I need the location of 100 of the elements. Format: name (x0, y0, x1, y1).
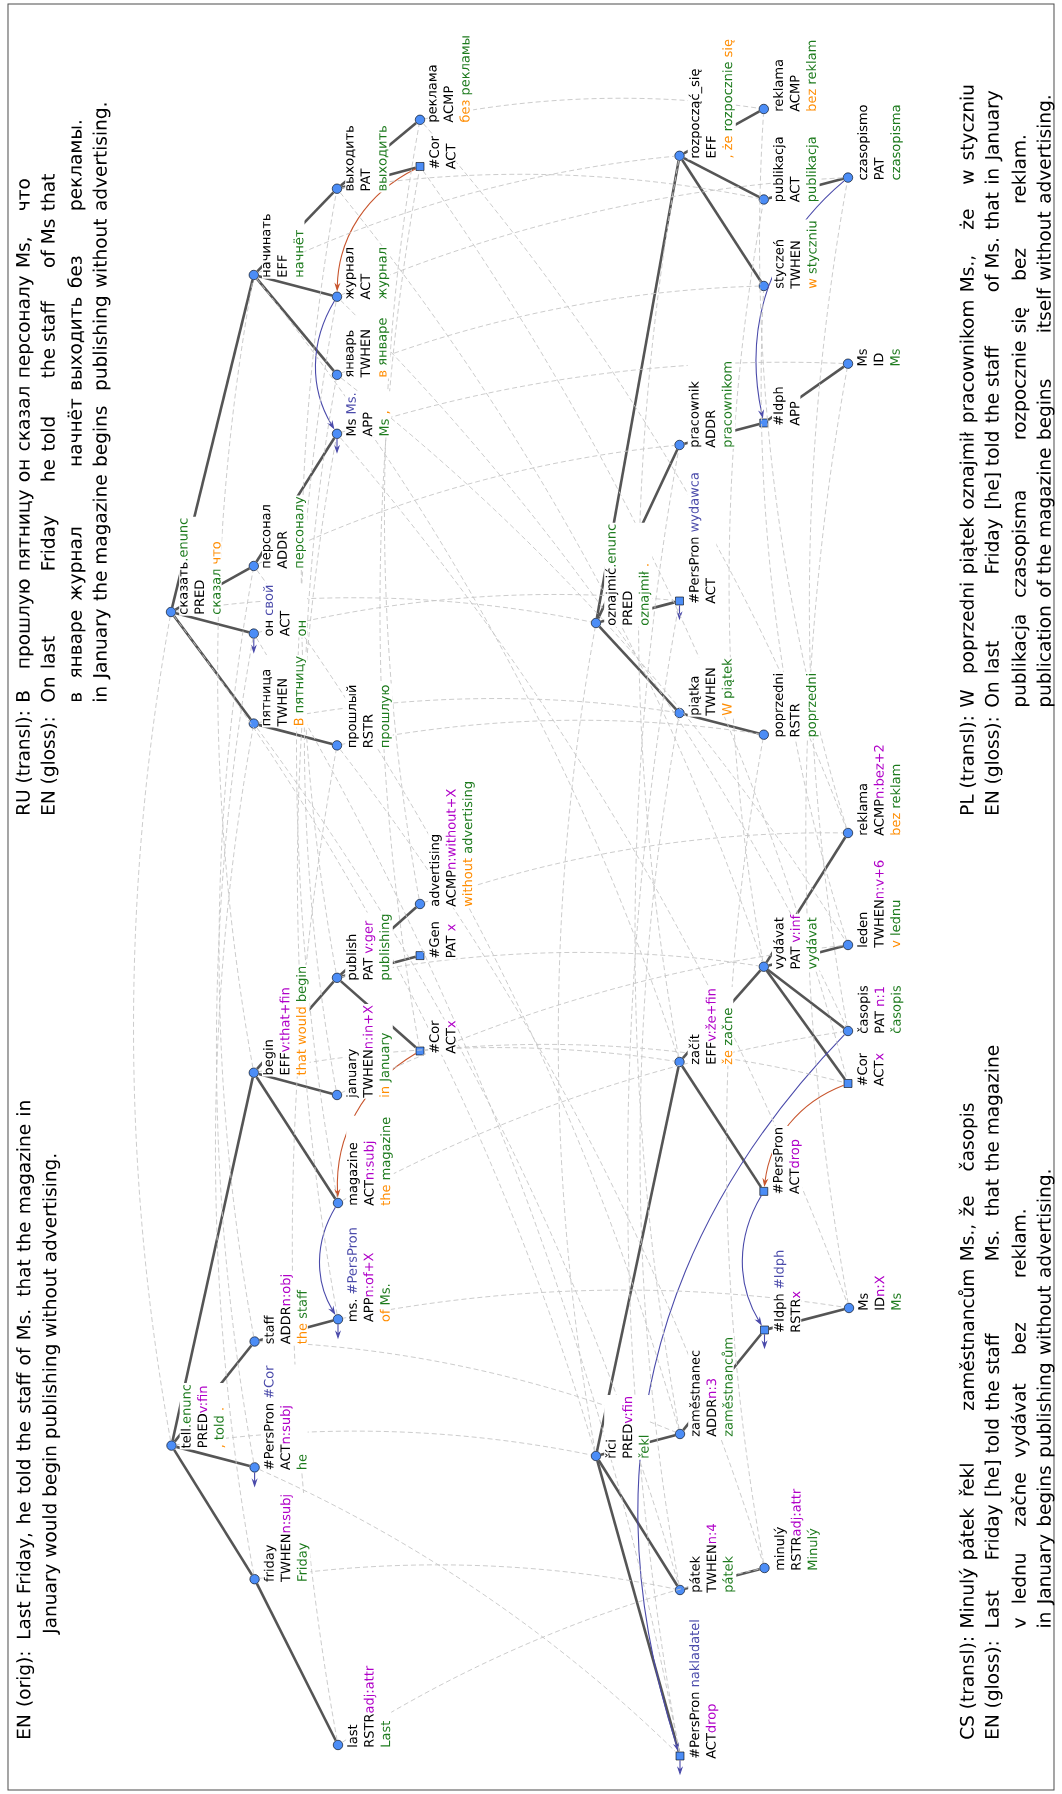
node-label: что (213, 542, 221, 564)
tree-node (590, 1450, 602, 1462)
node-label: piątka (688, 676, 702, 715)
node-label: прошлый RSTR прошлую (345, 683, 393, 750)
node-label: się (722, 39, 735, 57)
node-label: #Idph APP (772, 385, 801, 427)
node-label: n:1 (874, 987, 885, 1006)
tree-node (842, 1025, 854, 1037)
node-label: tell (180, 1429, 191, 1449)
node-label: W (722, 703, 732, 716)
node-label: he (296, 1454, 307, 1470)
square-node (759, 418, 769, 428)
tree-node (248, 628, 259, 639)
gloss-word: the magazine (984, 1045, 1003, 1171)
gloss-word: Ms. (985, 1231, 999, 1260)
node-label: že (721, 1050, 733, 1065)
node-label: rozpocząć_się EFF , że rozpocznie się (687, 38, 736, 160)
node-label: ACT (280, 1444, 291, 1471)
node-label: friday TWHEN n:subj Friday (262, 1493, 311, 1583)
node-label: říci PREDv:fin řekl (604, 1394, 650, 1460)
node-label: реклама (429, 65, 440, 122)
node-label: v:fin (622, 1396, 633, 1424)
node-label: ACMP (443, 86, 454, 123)
node-label: magazine (347, 1142, 360, 1205)
node-label: n:4 (706, 1524, 717, 1544)
node-label: выходить PAT выходить (345, 124, 390, 193)
node-label: ACT (363, 1180, 374, 1206)
language-label: EN (gloss): (40, 718, 59, 814)
tree-node (842, 172, 854, 183)
node-label: TWHEN (874, 900, 884, 948)
gloss-word: January (985, 90, 1003, 162)
node-label: začít (688, 1034, 700, 1065)
translation-word: vydávat (1010, 1383, 1030, 1458)
node-label: n:subj (280, 1495, 293, 1533)
gloss-word: that (984, 1179, 999, 1216)
node-label: n:obj (280, 1275, 293, 1306)
tree-node (758, 280, 769, 292)
square-node (843, 1079, 853, 1088)
alignment-line (303, 379, 337, 1091)
node-label: Ms (379, 419, 389, 436)
node-label: , (221, 1445, 226, 1448)
tree-edge (171, 1077, 254, 1441)
node-label: n:of+X (363, 1252, 374, 1297)
tree-node (842, 827, 854, 839)
tree-node (332, 1739, 344, 1751)
square-node (675, 596, 684, 606)
node-label: řekl (638, 1435, 649, 1458)
tree-node (331, 291, 343, 302)
node-label: piątek (721, 658, 735, 698)
tree-node (590, 617, 602, 629)
gloss-word: in (92, 687, 107, 701)
translation-word: bez (1011, 248, 1026, 280)
node-label: январе (379, 318, 390, 366)
node-label: RSTR (363, 1713, 374, 1747)
node-label: n:subj (363, 1141, 377, 1179)
node-label: x (792, 1291, 801, 1299)
node-label: začne (721, 1008, 733, 1046)
node-label: zaměstnanec (689, 1350, 700, 1437)
gloss-word: told (40, 417, 55, 451)
tree-node (166, 1440, 177, 1451)
tree-edge (258, 275, 333, 297)
node-label: ACMP (789, 75, 800, 112)
translation-word: пятницу (19, 490, 34, 570)
node-label: pátek (722, 1555, 736, 1592)
node-label: w (809, 278, 817, 289)
node-label: Ms. (346, 393, 356, 414)
square-node (415, 162, 425, 171)
gloss-word: publishing (92, 297, 111, 390)
alignment-line (258, 1469, 677, 1753)
node-label: v:inf (790, 914, 800, 943)
gloss-word: [he] told (984, 432, 1002, 508)
node-label: adj:attr (790, 1488, 804, 1536)
translation-word: Ms., (960, 1225, 976, 1260)
tree-node (248, 718, 259, 729)
translation-word: в (71, 692, 82, 702)
tree-edge (767, 968, 845, 1029)
node-label: publikacja ACT publikacja (772, 135, 820, 204)
node-label: #PersPron (263, 1404, 274, 1470)
translation-word: что (19, 179, 30, 210)
translation-word: reklam. (1011, 136, 1026, 203)
tree-node (842, 939, 854, 951)
tree-node (674, 1428, 686, 1440)
node-label: last (347, 1724, 358, 1747)
translation-word: řekl (958, 1464, 974, 1496)
node-label: В (293, 718, 304, 726)
node-label: n:bez+2 (873, 745, 884, 798)
translation-word: w (963, 170, 974, 184)
translation-word: bez (1011, 1323, 1026, 1354)
node-label: drop (705, 1704, 719, 1733)
translation-word: январе (71, 610, 86, 678)
tree-node (758, 729, 769, 740)
translation-word: publikacja (1011, 615, 1030, 706)
node-label: časopis (857, 985, 871, 1034)
node-label: Minulý (806, 1528, 820, 1570)
node-label: TWHEN (363, 1050, 373, 1098)
node-label: он (298, 621, 307, 636)
node-label: TWHEN (277, 679, 287, 727)
translation-word: журнал (71, 527, 86, 601)
tree-node (249, 1462, 260, 1473)
node-label: ACT (705, 1733, 716, 1759)
